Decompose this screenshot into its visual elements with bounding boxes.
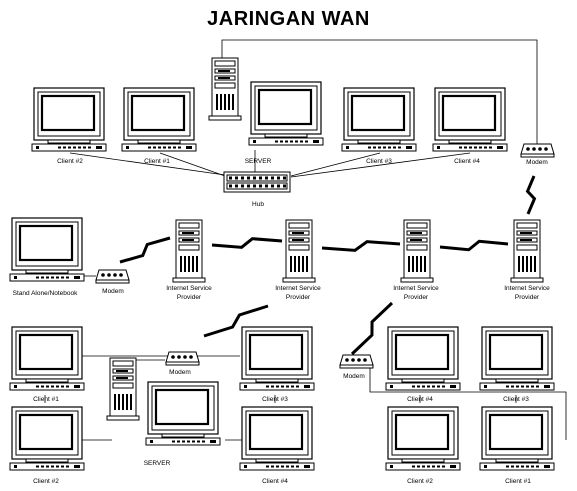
bl-server-tower [106,357,140,421]
wire-top-client2-hub [69,152,226,176]
bl-client1-monitor [9,326,85,391]
top-server-tower [208,57,242,121]
br-modem [339,354,374,369]
top-server-monitor [248,81,324,146]
label-mid-modem: Modem [102,288,124,295]
label-isp3-line1: Internet Service [393,285,439,292]
label-top-client3: Client #3 [366,158,392,165]
label-bl-client2: Client #2 [33,478,59,485]
bolt-isp2-bl-modem [203,304,269,338]
label-bl-client4: Client #4 [262,478,288,485]
isp3-server [400,219,434,283]
top-client1-monitor [121,87,197,152]
wire-top-client4-hub [290,152,471,178]
standalone-notebook [9,217,85,282]
label-top-modem: Modem [526,159,548,166]
label-hub: Hub [252,201,264,208]
node-labels: Client #2 Client #1 SERVER Client #3 Client … [13,158,550,485]
br-client2-monitor [385,406,461,471]
bolt-top-modem-isp4 [525,175,537,215]
bolt-isp3-br-modem [350,301,394,356]
label-isp4-line1: Internet Service [504,285,550,292]
br-client3-monitor [479,326,555,391]
label-isp2-line1: Internet Service [275,285,321,292]
isp1-server [172,219,206,283]
bolt-modem-isp1 [119,236,171,264]
label-isp1-line1: Internet Service [166,285,212,292]
label-bl-client1: Client #1 [33,396,59,403]
diagram-title: JARINGAN WAN [207,8,370,30]
top-client3-monitor [341,87,417,152]
label-top-client1: Client #1 [144,158,170,165]
hub [223,171,291,193]
label-br-client1: Client #1 [505,478,531,485]
label-top-server: SERVER [245,158,272,165]
bl-client2-monitor [9,406,85,471]
label-bl-modem: Modem [169,369,191,376]
isp4-server [510,219,544,283]
label-br-client4: Client #4 [407,396,433,403]
network-nodes [9,57,555,471]
wire-br-backbone [369,362,567,440]
top-client4-monitor [432,87,508,152]
bolt-isp2-isp3 [321,240,401,252]
label-bl-client3: Client #3 [262,396,288,403]
label-bl-server: SERVER [144,460,171,467]
label-isp2-line2: Provider [286,294,311,301]
top-modem [520,143,555,158]
br-client1-monitor [479,406,555,471]
wireless-links [119,175,537,356]
label-top-client4: Client #4 [454,158,480,165]
isp2-server [282,219,316,283]
top-client2-monitor [31,87,107,152]
label-standalone: Stand Alone/Notebook [13,290,78,297]
br-client4-monitor [385,326,461,391]
wire-top-client3-hub [290,152,381,177]
bl-modem [165,351,200,366]
label-br-modem: Modem [343,373,365,380]
label-br-client2: Client #2 [407,478,433,485]
label-isp1-line2: Provider [177,294,202,301]
label-isp4-line2: Provider [515,294,540,301]
label-top-client2: Client #2 [57,158,83,165]
label-isp3-line2: Provider [404,294,429,301]
wire-top-client1-hub [159,152,226,177]
bolt-isp1-isp2 [211,237,283,249]
network-wires [44,39,567,441]
bolt-isp3-isp4 [439,239,509,252]
bl-client4-monitor [239,406,315,471]
bl-client3-monitor [239,326,315,391]
label-br-client3: Client #3 [503,396,529,403]
mid-modem [95,269,130,284]
bl-server-monitor [145,381,221,446]
wire-top-server-modem [221,39,538,144]
